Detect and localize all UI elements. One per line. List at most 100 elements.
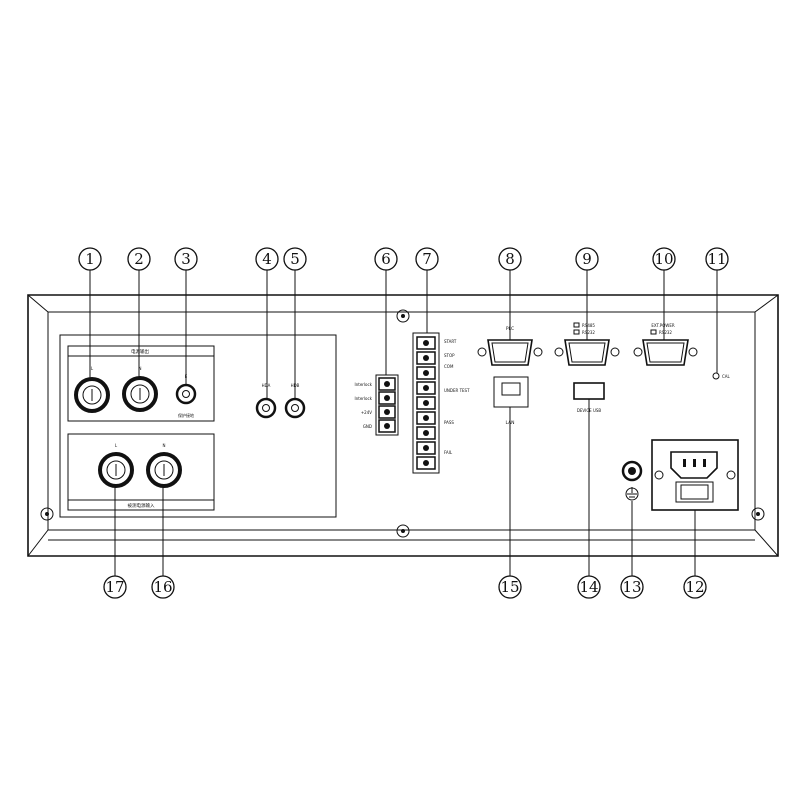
- screw-head-icon: [423, 400, 429, 406]
- callout-4: 4: [255, 247, 279, 271]
- plc-io-terminal-block: START STOP COM UNDER TEST PASS FAIL: [412, 332, 470, 474]
- output-frame: [67, 345, 215, 422]
- plc-db9-port-icon[interactable]: [477, 339, 543, 366]
- callout-6: 6: [374, 247, 398, 271]
- screw-head-icon: [423, 370, 429, 376]
- terminal-4: HDA: [255, 383, 277, 419]
- gnd-label: GND: [363, 424, 372, 429]
- fail-label: FAIL: [444, 450, 453, 455]
- callout-13: 13: [620, 575, 644, 599]
- callout-circle-icon: [103, 575, 127, 599]
- input-n-terminal-icon[interactable]: [146, 452, 182, 488]
- under-test-label: UNDER TEST: [444, 388, 470, 393]
- rs232-db9-port-icon[interactable]: [554, 339, 620, 366]
- callout-16: 16: [151, 575, 175, 599]
- terminal-4-jack-icon[interactable]: [255, 397, 277, 419]
- left-inner-panel: [59, 334, 337, 518]
- rs232-9-label: RS232: [582, 330, 595, 335]
- p24v-label: +24V: [361, 410, 372, 415]
- callout-circle-icon: [415, 247, 439, 271]
- callout-3: 3: [174, 247, 198, 271]
- rs232-10-label: RS232: [659, 330, 672, 335]
- callout-circle-icon: [151, 575, 175, 599]
- power-output-group: 电源输出 L N E 保护接地: [67, 345, 215, 422]
- callout-circle-icon: [283, 247, 307, 271]
- chassis: [27, 294, 779, 557]
- callout-1: 1: [78, 247, 102, 271]
- out-l-label: L: [91, 366, 94, 371]
- callout-number: 15: [500, 578, 519, 596]
- start-label: START: [444, 339, 457, 344]
- callout-15: 15: [498, 575, 522, 599]
- usb-port-icon[interactable]: [573, 382, 605, 400]
- callout-8: 8: [498, 247, 522, 271]
- screw-icon: [396, 524, 410, 538]
- callout-number: 8: [505, 250, 515, 268]
- callout-12: 12: [683, 575, 707, 599]
- callout-circle-icon: [255, 247, 279, 271]
- callout-number: 5: [290, 250, 300, 268]
- callout-number: 9: [582, 250, 592, 268]
- callout-number: 17: [105, 578, 124, 596]
- screw-head-icon: [423, 445, 429, 451]
- output-l-terminal-icon[interactable]: [74, 377, 110, 413]
- ext-power-label: EXT.POWER: [651, 323, 674, 328]
- input-l-terminal-icon[interactable]: [98, 452, 134, 488]
- callout-number: 10: [654, 250, 673, 268]
- callout-number: 14: [579, 578, 598, 596]
- ext-power-db9-port-icon[interactable]: [633, 339, 698, 366]
- callout-circle-icon: [683, 575, 707, 599]
- callout-circle-icon: [577, 575, 601, 599]
- ground-post-icon[interactable]: [621, 460, 643, 482]
- ac-power-inlet-icon[interactable]: [651, 439, 739, 511]
- callout-number: 11: [707, 250, 726, 268]
- screw-head-icon: [423, 460, 429, 466]
- callout-circle-icon: [174, 247, 198, 271]
- stop-label: STOP: [444, 353, 455, 358]
- screw-head-icon: [423, 430, 429, 436]
- cal-hole-icon[interactable]: [712, 372, 720, 380]
- interlock-terminal-block: Interlock Interlock +24V GND: [355, 374, 399, 436]
- output-e-terminal-icon[interactable]: [175, 383, 197, 405]
- output-n-terminal-icon[interactable]: [122, 376, 158, 412]
- callout-number: 16: [153, 578, 172, 596]
- lan-port-icon[interactable]: [493, 376, 529, 408]
- callout-circle-icon: [575, 247, 599, 271]
- interlock1-label: Interlock: [355, 382, 373, 387]
- pass-label: PASS: [444, 420, 454, 425]
- screw-head-icon: [423, 340, 429, 346]
- ground-symbol-icon: [625, 487, 639, 501]
- screw-icon: [751, 507, 765, 521]
- screw-head-icon: [423, 355, 429, 361]
- input-title: 被测电源输入: [128, 502, 155, 509]
- input-frame: [67, 433, 215, 511]
- rs232-rs485-connector: RS485 RS232: [554, 322, 620, 366]
- callout-circle-icon: [705, 247, 729, 271]
- callout-number: 13: [622, 578, 641, 596]
- e-caption: 保护接地: [178, 412, 194, 418]
- callout-circle-icon: [78, 247, 102, 271]
- callout-7: 7: [415, 247, 439, 271]
- callout-circle-icon: [498, 575, 522, 599]
- screw-icon: [40, 507, 54, 521]
- com-label: COM: [444, 364, 454, 369]
- in-n-label: N: [163, 443, 166, 448]
- callout-circle-icon: [374, 247, 398, 271]
- ground-terminal: [621, 460, 643, 501]
- callout-number: 3: [181, 250, 191, 268]
- callout-number: 4: [262, 250, 272, 268]
- rs485-label: RS485: [582, 323, 595, 328]
- callout-number: 12: [685, 578, 704, 596]
- terminal-5-jack-icon[interactable]: [284, 397, 306, 419]
- callout-9: 9: [575, 247, 599, 271]
- callout-17: 17: [103, 575, 127, 599]
- leader-lines: [89, 270, 718, 576]
- callout-number: 7: [422, 250, 432, 268]
- power-input-group: L N 被测电源输入: [67, 433, 215, 511]
- term4-label: HDA: [262, 383, 271, 388]
- screw-head-icon: [423, 385, 429, 391]
- callout-10: 10: [652, 247, 676, 271]
- callout-circle-icon: [498, 247, 522, 271]
